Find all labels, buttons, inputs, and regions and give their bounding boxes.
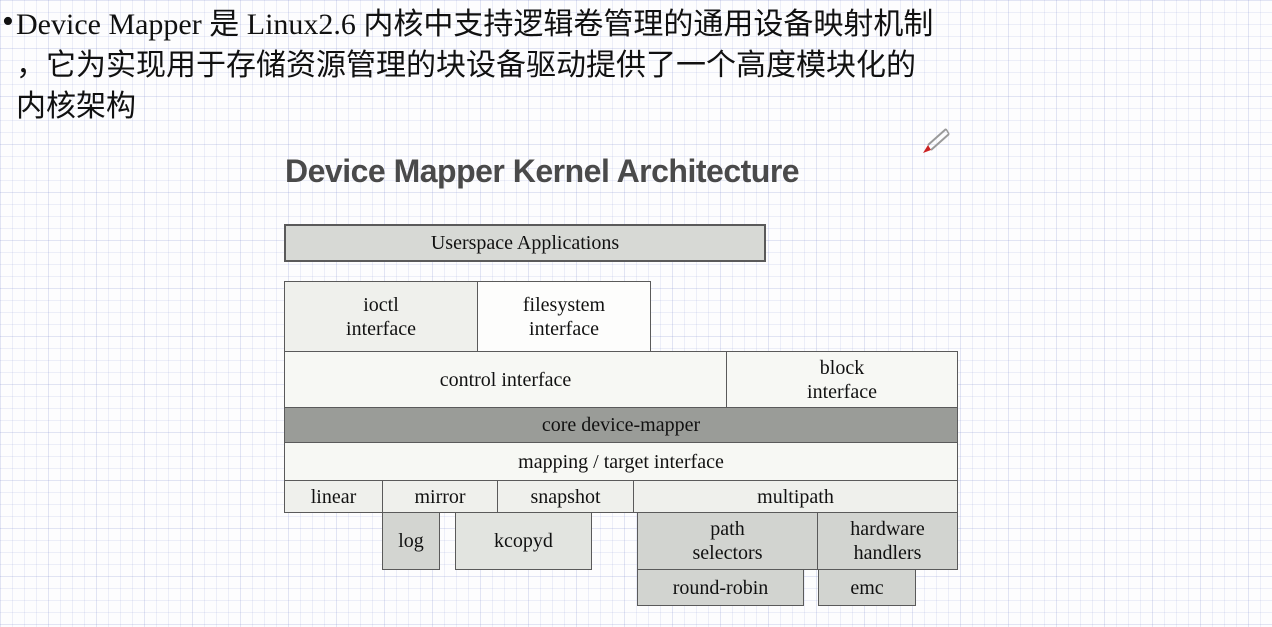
box-emc: emc	[818, 569, 916, 606]
box-multipath: multipath	[633, 480, 958, 513]
box-mirror: mirror	[382, 480, 498, 513]
box-path-selectors: path selectors	[637, 512, 818, 570]
box-ioctl-interface: ioctl interface	[284, 281, 478, 352]
box-mapping-target-interface: mapping / target interface	[284, 442, 958, 481]
box-log: log	[382, 512, 440, 570]
box-userspace-applications: Userspace Applications	[284, 224, 766, 262]
box-block-interface: block interface	[726, 351, 958, 408]
box-hardware-handlers: hardware handlers	[817, 512, 958, 570]
diagram-title: Device Mapper Kernel Architecture	[285, 153, 800, 189]
box-round-robin: round-robin	[637, 569, 804, 606]
device-mapper-architecture-diagram: Userspace Applications ioctl interface f…	[284, 224, 958, 607]
box-control-interface: control interface	[284, 351, 727, 408]
bullet-line-3: 内核架构	[16, 90, 136, 123]
bullet-line-1: Device Mapper 是 Linux2.6 内核中支持逻辑卷管理的通用设备…	[16, 8, 934, 41]
bullet-marker: •	[2, 3, 14, 40]
box-linear: linear	[284, 480, 383, 513]
box-snapshot: snapshot	[497, 480, 634, 513]
box-core-device-mapper: core device-mapper	[284, 407, 958, 443]
box-filesystem-interface: filesystem interface	[477, 281, 651, 352]
box-kcopyd: kcopyd	[455, 512, 592, 570]
bullet-line-2: ，它为实现用于存储资源管理的块设备驱动提供了一个高度模块化的	[16, 49, 916, 82]
bullet-paragraph: • Device Mapper 是 Linux2.6 内核中支持逻辑卷管理的通用…	[2, 3, 1264, 127]
bullet-text: Device Mapper 是 Linux2.6 内核中支持逻辑卷管理的通用设备…	[16, 4, 1264, 127]
pencil-cursor-icon	[923, 128, 950, 153]
